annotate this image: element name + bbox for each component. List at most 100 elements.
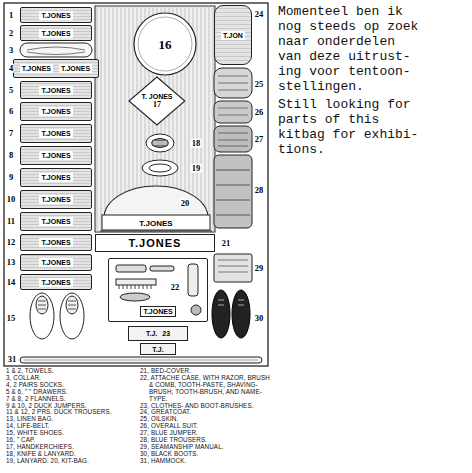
legend-entry: 3, COLLAR.	[6, 375, 138, 382]
name-tag: T.JONES	[39, 258, 72, 267]
callout-number: 24	[254, 10, 265, 19]
legend-entry: 29, SEAMANSHIP MANUAL.	[140, 444, 272, 451]
callout-number: 26	[254, 108, 265, 117]
legend-entry: 25, OILSKIN.	[140, 416, 272, 423]
note-text: Still looking for parts of this kitbag f…	[278, 97, 424, 157]
cap: T.JONES	[100, 182, 212, 232]
callout-number: 12	[6, 238, 17, 247]
name-tag: T.J.	[146, 330, 157, 337]
callout-number: 29	[254, 264, 265, 273]
legend-entry: 19, LANYARD. 20, KIT-BAG.	[6, 458, 138, 465]
name-tag: T.JONES	[39, 129, 72, 138]
name-tag: T.JONES	[20, 64, 53, 73]
handkerchief-diamond: T. JONES17	[128, 76, 186, 126]
name-tag: T.JONES	[39, 195, 72, 204]
callout-number: 8	[8, 151, 14, 160]
legend-column: 1 & 2, TOWELS.3, COLLAR.4, 2 PAIRS SOCKS…	[6, 368, 138, 465]
legend-entry: 14, LIFE-BELT.	[6, 423, 138, 430]
callout-number: 27	[254, 135, 265, 144]
callout-number: 22	[170, 283, 181, 292]
callout-number: 30	[254, 314, 265, 323]
legend-entry: 21, BED-COVER.	[140, 368, 272, 375]
callout-number: 4	[8, 64, 14, 73]
name-tag: T.JONES	[39, 238, 72, 247]
legend-entry: 18, KNIFE & LANYARD.	[6, 451, 138, 458]
note-text: Momenteel ben ik nog steeds op zoek naar…	[278, 4, 424, 94]
folded-kit-item: T.JONES	[20, 81, 92, 99]
legend-entry: 31, HAMMOCK.	[140, 458, 272, 465]
folded-kit-item: T.JONES	[20, 234, 92, 251]
name-tag: T.JONES	[39, 217, 72, 226]
knife-and-lanyard	[142, 134, 178, 176]
callout-number: 20	[180, 199, 191, 208]
callout-number: 9	[8, 173, 14, 182]
name-tag: T.JONES	[139, 220, 172, 228]
folded-kit-item: T.JONES	[20, 124, 92, 143]
legend-entry: 9 & 10, 2 DUCK JUMPERS.	[6, 403, 138, 410]
name-tag: T.JON	[221, 31, 245, 40]
folded-kit-item: T.JONES	[20, 190, 92, 209]
callout-number: 2	[8, 29, 14, 38]
callout-number: 15	[6, 314, 17, 323]
name-tag: T.JONES	[59, 64, 92, 73]
name-tag: T.J.	[152, 346, 163, 353]
name-tag: T.JONES	[39, 173, 72, 182]
callout-number: 18	[191, 139, 202, 148]
collar	[20, 43, 92, 57]
folded-kit-item: T.JONES	[20, 7, 92, 23]
callout-number: 13	[6, 258, 17, 267]
legend-entry: 1 & 2, TOWELS.	[6, 368, 138, 375]
callout-number: 28	[254, 186, 265, 195]
legend-entry: 26, OVERALL SUIT.	[140, 423, 272, 430]
folded-kit-item: T.JONES	[20, 168, 92, 187]
name-tag: 16	[159, 38, 172, 51]
callout-number: 5	[8, 86, 14, 95]
callout-number: 7	[8, 129, 14, 138]
name-tag: T.JONES	[140, 306, 175, 317]
attache-case: T.JONES	[108, 258, 208, 322]
callout-number: 3	[8, 46, 14, 55]
name-tag: 17	[153, 101, 161, 109]
white-shoes	[30, 293, 84, 339]
cap-top: 16	[133, 12, 197, 76]
legend-entry: 27, BLUE JUMPER.	[140, 430, 272, 437]
name-tag: T.JONES	[39, 11, 72, 20]
name-tag: T.JONES	[129, 238, 182, 249]
folded-kit-item: T.JONES T.JONES	[13, 59, 99, 78]
callout-number: 10	[6, 195, 17, 204]
legend-entry: 17, HANDKERCHIEFS.	[6, 444, 138, 451]
legend-entry: 11 & 12, 2 PRS. DUCK TROUSERS.	[6, 409, 138, 416]
black-boots	[212, 290, 250, 338]
legend-entry: 13, LINEN BAG.	[6, 416, 138, 423]
brush-box: T.J.	[140, 343, 176, 355]
folded-kit-item: T.JONES	[20, 102, 92, 121]
folded-kit-item: T.JONES	[20, 146, 92, 165]
callout-number: 31	[7, 355, 18, 364]
callout-number: 1	[8, 11, 14, 20]
name-tag: T.JONES	[39, 29, 72, 38]
folded-kit-item: T.JONES	[20, 25, 92, 41]
legend-entry: 7 & 8, 2 FLANNELS.	[6, 396, 138, 403]
folded-clothing-right	[214, 68, 252, 282]
callout-number: 19	[191, 164, 202, 173]
legend-entry: 15, WHITE SHOES.	[6, 430, 138, 437]
callout-number: 25	[254, 80, 265, 89]
hammock	[20, 357, 262, 363]
callout-number: 14	[6, 278, 17, 287]
greatcoat-roll: T.JON	[214, 5, 252, 65]
folded-kit-item: T.JONES	[20, 254, 92, 271]
callout-number: 6	[8, 107, 14, 116]
folded-kit-item: T.JONES	[20, 212, 92, 231]
legend-column: 21, BED-COVER.22, ATTACHE CASE, WITH RAZ…	[140, 368, 272, 465]
kit-bag	[95, 6, 215, 232]
name-tag: 23	[162, 330, 170, 337]
legend-entry: 4, 2 PAIRS SOCKS.	[6, 382, 138, 389]
name-tag: T.JONES	[39, 151, 72, 160]
callout-number: 11	[6, 217, 16, 226]
brush-box: T.J. 23	[128, 326, 188, 341]
name-tag: T.JONES	[39, 107, 72, 116]
legend-entry: 30, BLACK BOOTS.	[140, 451, 272, 458]
name-tag: T. JONES	[141, 93, 172, 100]
legend-entry: 28, BLUE TROUSERS.	[140, 437, 272, 444]
